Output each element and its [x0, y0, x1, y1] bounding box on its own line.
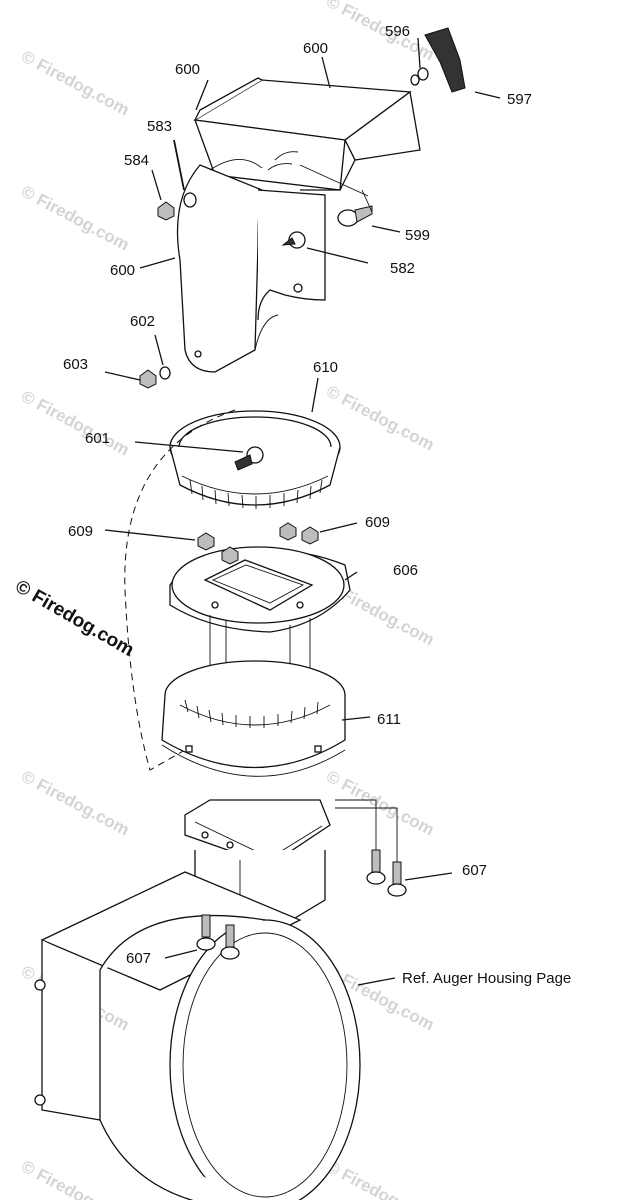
callout-611: 611	[377, 711, 401, 728]
watermark: © Firedog.com	[323, 767, 437, 840]
gear-ring-611	[161, 660, 346, 777]
watermark: © Firedog.com	[18, 767, 132, 840]
callout-602: 602	[130, 313, 155, 330]
watermark: © Firedog.com	[18, 387, 132, 460]
callout-603: 603	[63, 356, 88, 373]
reference-note: Ref. Auger Housing Page	[402, 970, 571, 987]
callout-609-right: 609	[365, 514, 390, 531]
deflector-assembly	[139, 27, 466, 389]
callout-600-right: 600	[303, 40, 328, 57]
callout-582: 582	[390, 260, 415, 277]
bearing-ring-610	[169, 410, 341, 509]
callout-583: 583	[147, 118, 172, 135]
callout-607-right: 607	[462, 862, 487, 879]
callouts: 600 600 596 597 583 584 599 582 600 602 …	[63, 23, 571, 987]
callout-599: 599	[405, 227, 430, 244]
dashed-guide	[124, 409, 236, 771]
callout-607-left: 607	[126, 950, 151, 967]
watermark: © Firedog.com	[18, 1157, 132, 1200]
mounting-plate-606	[169, 522, 351, 690]
callout-609-left: 609	[68, 523, 93, 540]
callout-610: 610	[313, 359, 338, 376]
callout-601: 601	[85, 430, 110, 447]
watermark: © Firedog.com	[18, 182, 132, 255]
leader-lines	[104, 37, 501, 986]
callout-597: 597	[507, 91, 532, 108]
callout-606: 606	[393, 562, 418, 579]
callout-600-left: 600	[110, 262, 135, 279]
watermark: © Firedog.com	[323, 0, 437, 65]
auger-housing	[34, 799, 407, 1200]
callout-596: 596	[385, 23, 410, 40]
callout-584: 584	[124, 152, 149, 169]
callout-600-top: 600	[175, 61, 200, 78]
watermark: © Firedog.com	[18, 47, 132, 120]
watermark-main: © Firedog.com	[12, 576, 138, 661]
watermark: © Firedog.com	[323, 1157, 437, 1200]
